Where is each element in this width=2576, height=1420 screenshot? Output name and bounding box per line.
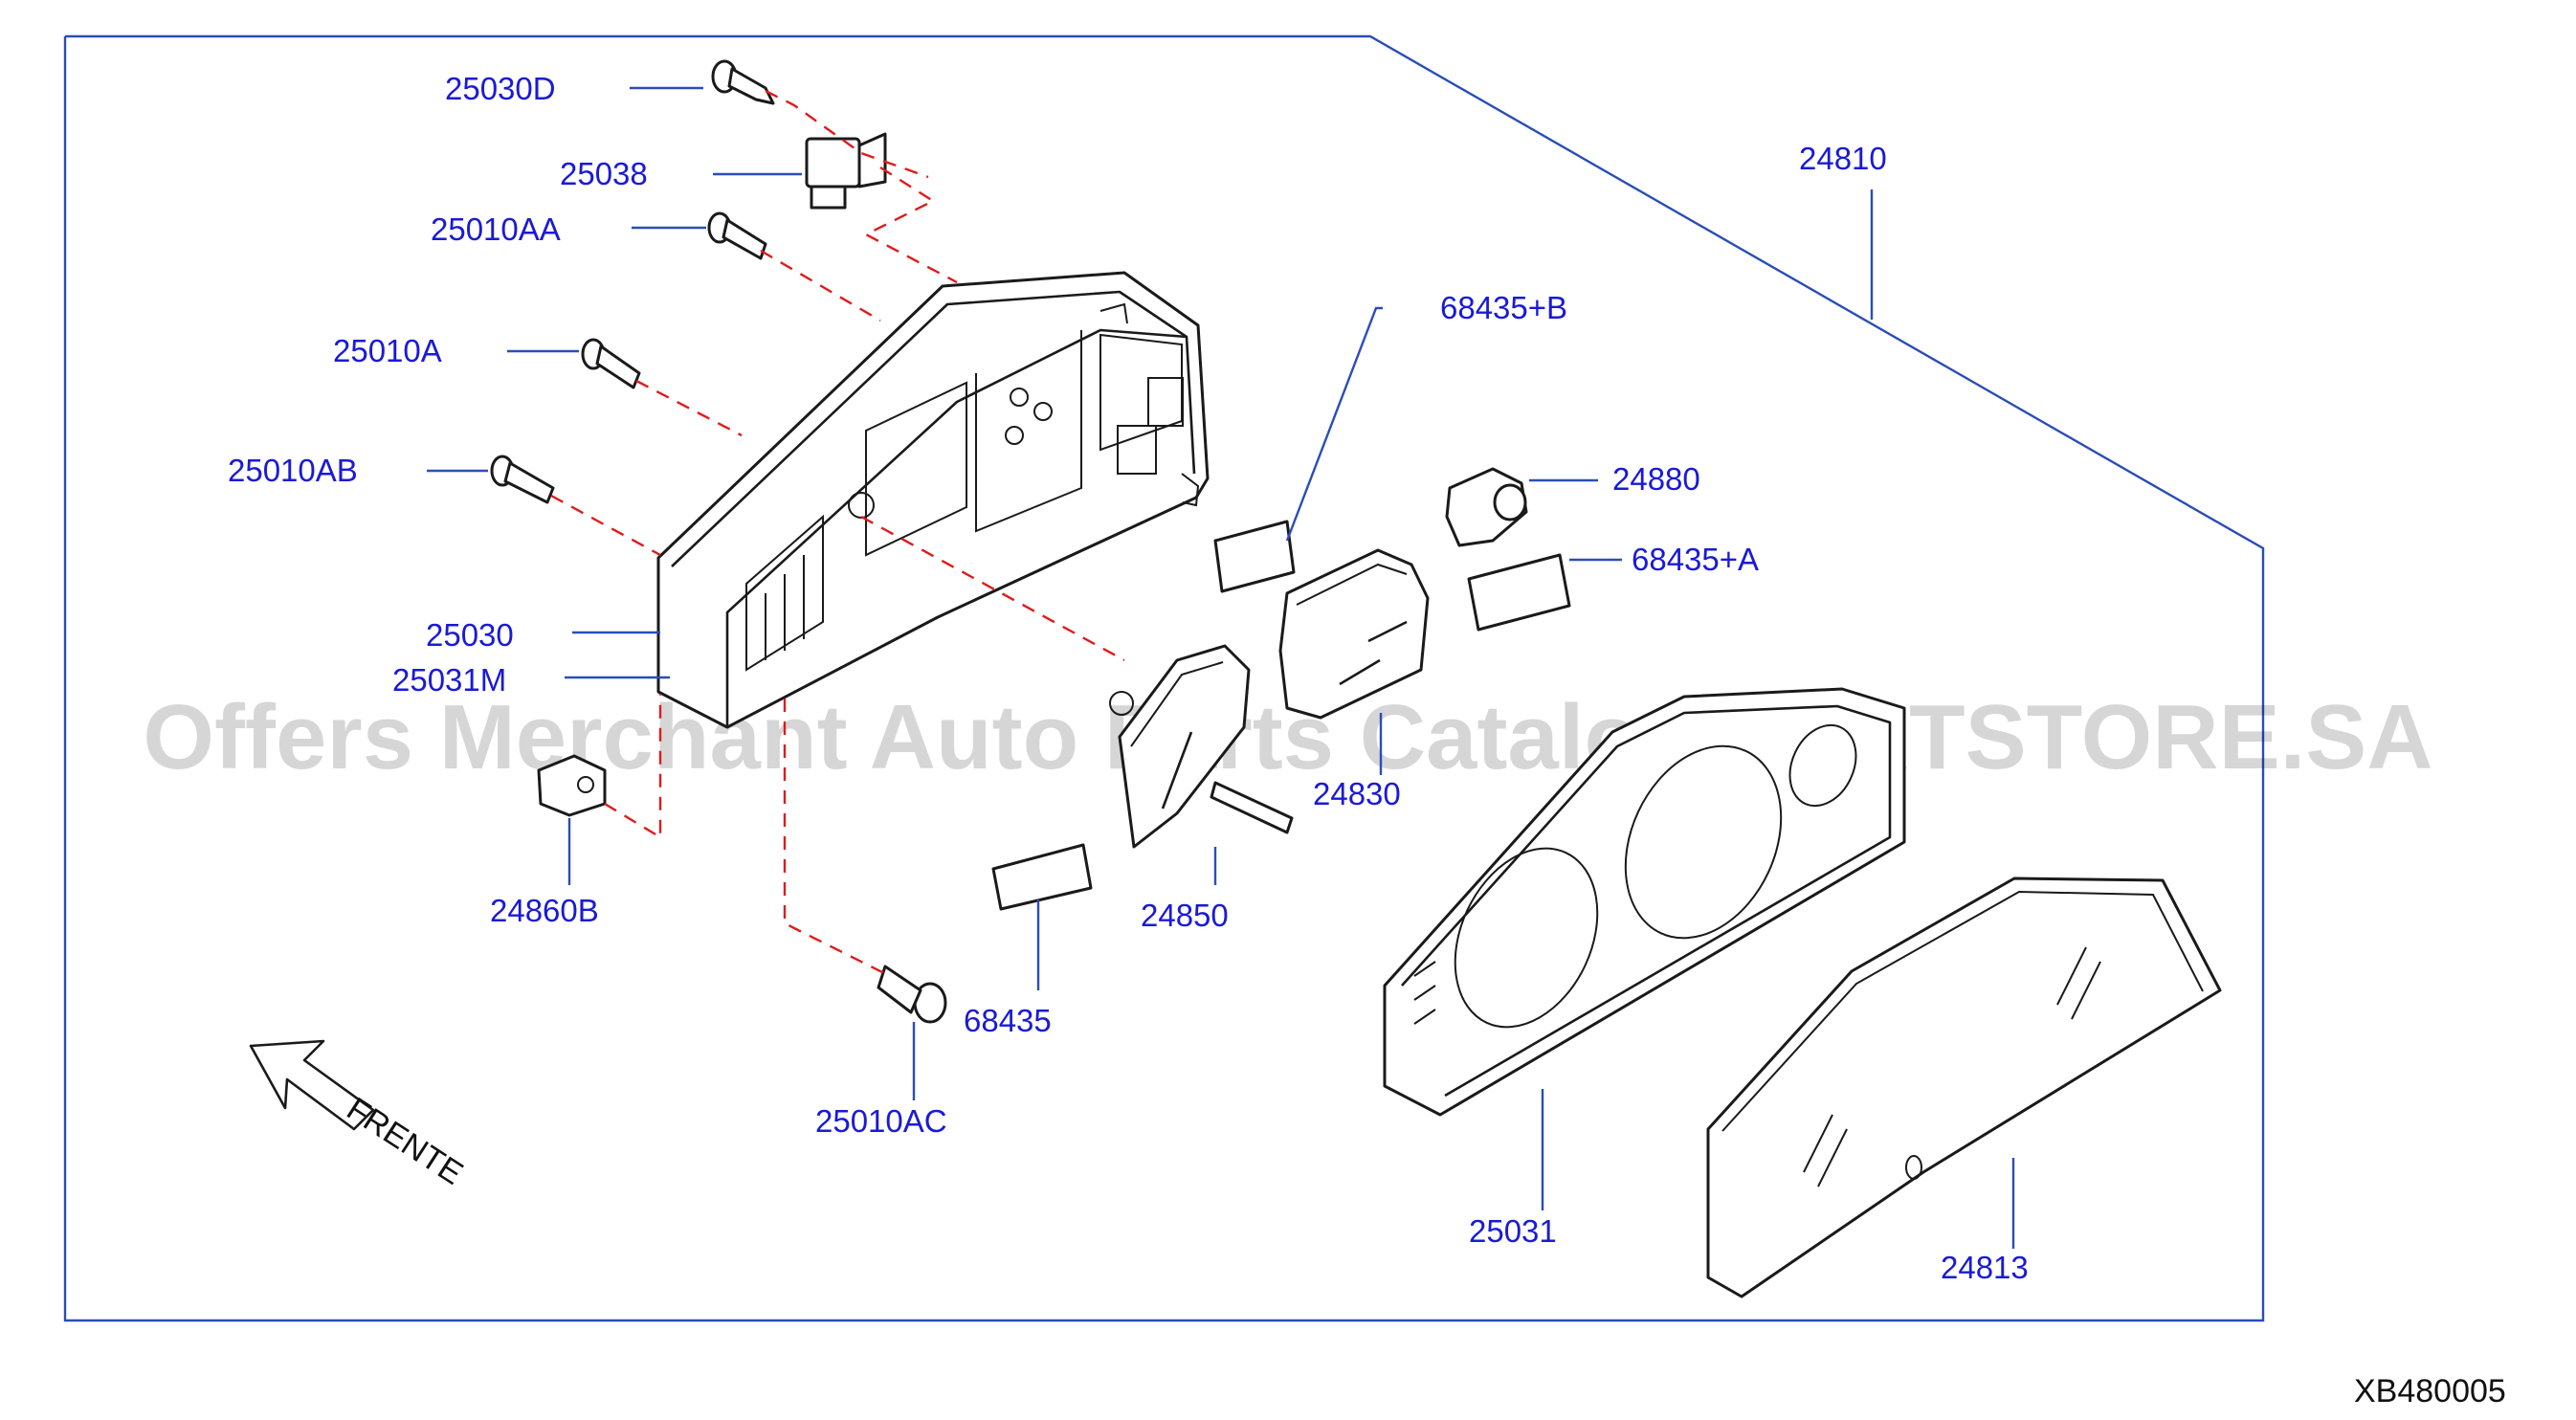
direction-indicator: FRENTE [249, 1039, 470, 1192]
decal-68435A[interactable] [1467, 553, 1571, 632]
callout-25010AA[interactable]: 25010AA [431, 211, 561, 247]
relay-25038[interactable] [805, 132, 887, 210]
callout-25010AC[interactable]: 25010AC [815, 1103, 947, 1139]
callout-labels: 25030D 25038 25010AA 25010A 25010AB 2503… [228, 71, 2029, 1285]
front-arrow-icon [249, 1039, 375, 1131]
gauge-24850[interactable] [1109, 644, 1294, 849]
callout-25031M[interactable]: 25031M [392, 662, 506, 698]
screw-25030D[interactable] [711, 59, 775, 105]
callout-68435B[interactable]: 68435+B [1440, 290, 1567, 325]
callout-68435[interactable]: 68435 [964, 1003, 1052, 1038]
callout-25031[interactable]: 25031 [1469, 1213, 1557, 1249]
leaders [427, 86, 2015, 1249]
callout-24830[interactable]: 24830 [1313, 776, 1401, 811]
assembly-frame [63, 34, 2265, 1322]
callout-68435A[interactable]: 68435+A [1632, 542, 1759, 577]
decal-68435B[interactable] [1213, 520, 1296, 593]
callout-24813[interactable]: 24813 [1941, 1250, 2029, 1285]
direction-label: FRENTE [341, 1091, 470, 1192]
screw-25010AC[interactable] [877, 965, 947, 1024]
diagram-code: XB480005 [2354, 1373, 2506, 1409]
installation-guides [550, 89, 1125, 978]
callout-25030D[interactable]: 25030D [445, 71, 556, 106]
socket-24860B[interactable] [537, 754, 607, 817]
screw-25010AB[interactable] [490, 455, 555, 504]
callout-24850[interactable]: 24850 [1141, 898, 1229, 933]
screw-25010A[interactable] [581, 338, 641, 389]
callout-24880[interactable]: 24880 [1612, 461, 1700, 497]
glass-24813[interactable] [1706, 876, 2222, 1298]
callout-24810[interactable]: 24810 [1799, 141, 1887, 176]
screw-25010AA[interactable] [707, 211, 767, 260]
gauge-24830[interactable] [1278, 548, 1430, 720]
cluster-lid-25031[interactable] [1383, 687, 1906, 1117]
decal-68435[interactable] [991, 843, 1093, 911]
callout-24860B[interactable]: 24860B [490, 893, 599, 928]
knob-24880[interactable] [1445, 467, 1528, 547]
callout-25010AB[interactable]: 25010AB [228, 453, 358, 488]
callout-25010A[interactable]: 25010A [333, 333, 442, 368]
callout-25038[interactable]: 25038 [560, 156, 648, 191]
housing-25030[interactable] [656, 271, 1210, 729]
callout-25030[interactable]: 25030 [426, 617, 514, 653]
